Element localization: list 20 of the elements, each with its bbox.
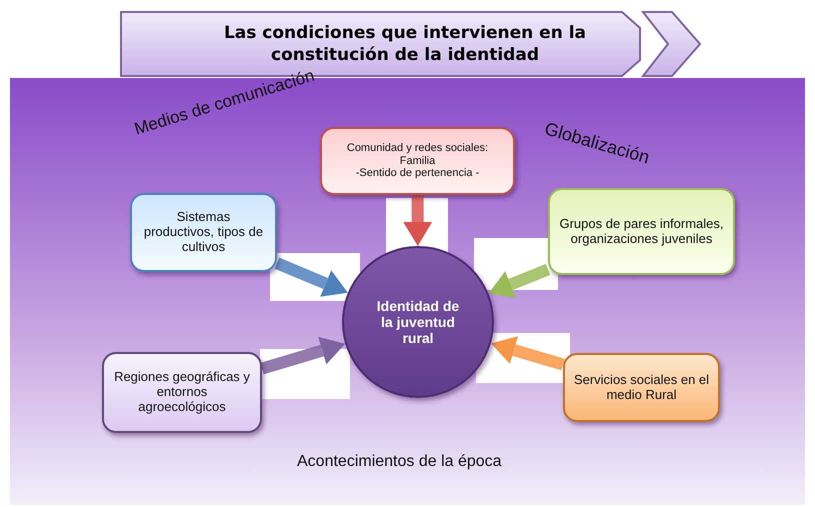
node-text: Regiones geográficas y entornos agroecológicos (113, 370, 251, 415)
topic-box (320, 127, 515, 195)
node-text: Sistemas productivos, tipos de cultivos (142, 210, 264, 255)
node-text: Servicios sociales en el medio Rural (573, 372, 710, 402)
block-arrow (403, 194, 432, 246)
topic-box (563, 353, 720, 422)
block-arrow (274, 258, 348, 297)
block-arrow (488, 264, 550, 298)
node-text: Grupos de pares informales, organizaciones juveniles (558, 216, 725, 246)
node-text: -Sentido de pertenencia - (356, 167, 480, 180)
topic-box (130, 193, 277, 272)
block-arrow (490, 336, 565, 370)
annotation-text: Acontecimientos de la época (297, 453, 502, 471)
title: Las condiciones que intervienen en la constitución de la identidad (222, 22, 588, 66)
block-arrow (260, 336, 346, 374)
node-text: Comunidad y redes sociales: (346, 142, 488, 155)
topic-box (102, 352, 262, 433)
topic-box (548, 188, 735, 275)
node-text: Familia (400, 154, 436, 168)
node-text: Identidad de la juventud rural (376, 298, 460, 346)
